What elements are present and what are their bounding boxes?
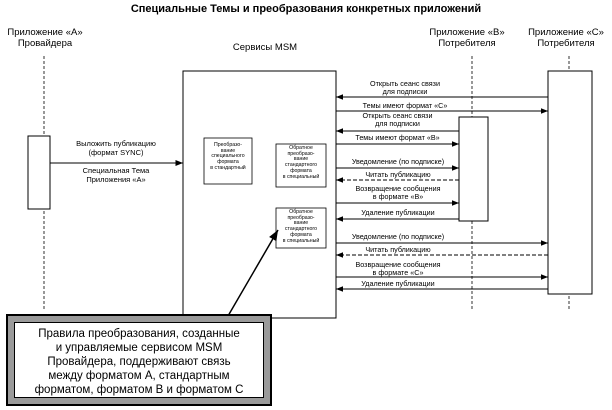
msg-delete-c: Удаление публикации xyxy=(361,279,435,288)
activation-b xyxy=(458,116,489,222)
transform-box-1 xyxy=(203,137,253,185)
callout-pointer xyxy=(227,229,279,317)
callout-text: Правила преобразования, созданные и упра… xyxy=(14,322,264,398)
activation-a xyxy=(27,135,51,210)
msg-topics-format-c: Темы имеют формат «С» xyxy=(362,101,448,110)
participant-c-label: Приложение «С» Потребителя xyxy=(528,27,604,49)
transform-box-2-label: Обратное преобразо- вание стандартного ф… xyxy=(282,145,320,180)
diagram-title: Специальные Темы и преобразования конкре… xyxy=(130,3,482,15)
msg-return-c: Возвращение сообщения в формате «С» xyxy=(355,260,441,278)
msg-read-b: Читать публикацию xyxy=(365,170,431,179)
msg-notify-b: Уведомление (по подписке) xyxy=(351,157,445,166)
transform-box-3 xyxy=(275,207,327,249)
participant-msm-label: Сервисы MSM xyxy=(232,42,298,53)
msg-notify-c: Уведомление (по подписке) xyxy=(351,232,445,241)
publish-label: Выложить публикацию (формат SYNC) xyxy=(76,139,156,157)
callout-box: Правила преобразования, созданные и упра… xyxy=(6,314,272,406)
msg-read-c: Читать публикацию xyxy=(365,245,431,254)
participant-b-label: Приложение «В» Потребителя xyxy=(429,27,505,49)
transform-box-1-label: Преобразо- вание специального формата в … xyxy=(210,142,246,171)
topic-a-label: Специальная Тема Приложения «А» xyxy=(82,166,150,184)
msg-open-session-c: Открыть сеанс связи для подписки xyxy=(370,79,440,97)
participant-a-label: Приложение «А» Провайдера xyxy=(7,27,83,49)
msg-topics-format-b: Темы имеют формат «В» xyxy=(355,133,440,142)
transform-box-3-label: Обратное преобразо- вание стандартного ф… xyxy=(282,209,320,244)
msg-return-b: Возвращение сообщения в формате «В» xyxy=(355,184,441,202)
transform-box-2 xyxy=(275,143,327,188)
activation-c xyxy=(547,70,593,295)
msg-delete-b: Удаление публикации xyxy=(361,208,435,217)
msg-open-session-b: Открыть сеанс связи для подписки xyxy=(362,111,433,129)
msm-services-box xyxy=(182,70,337,319)
